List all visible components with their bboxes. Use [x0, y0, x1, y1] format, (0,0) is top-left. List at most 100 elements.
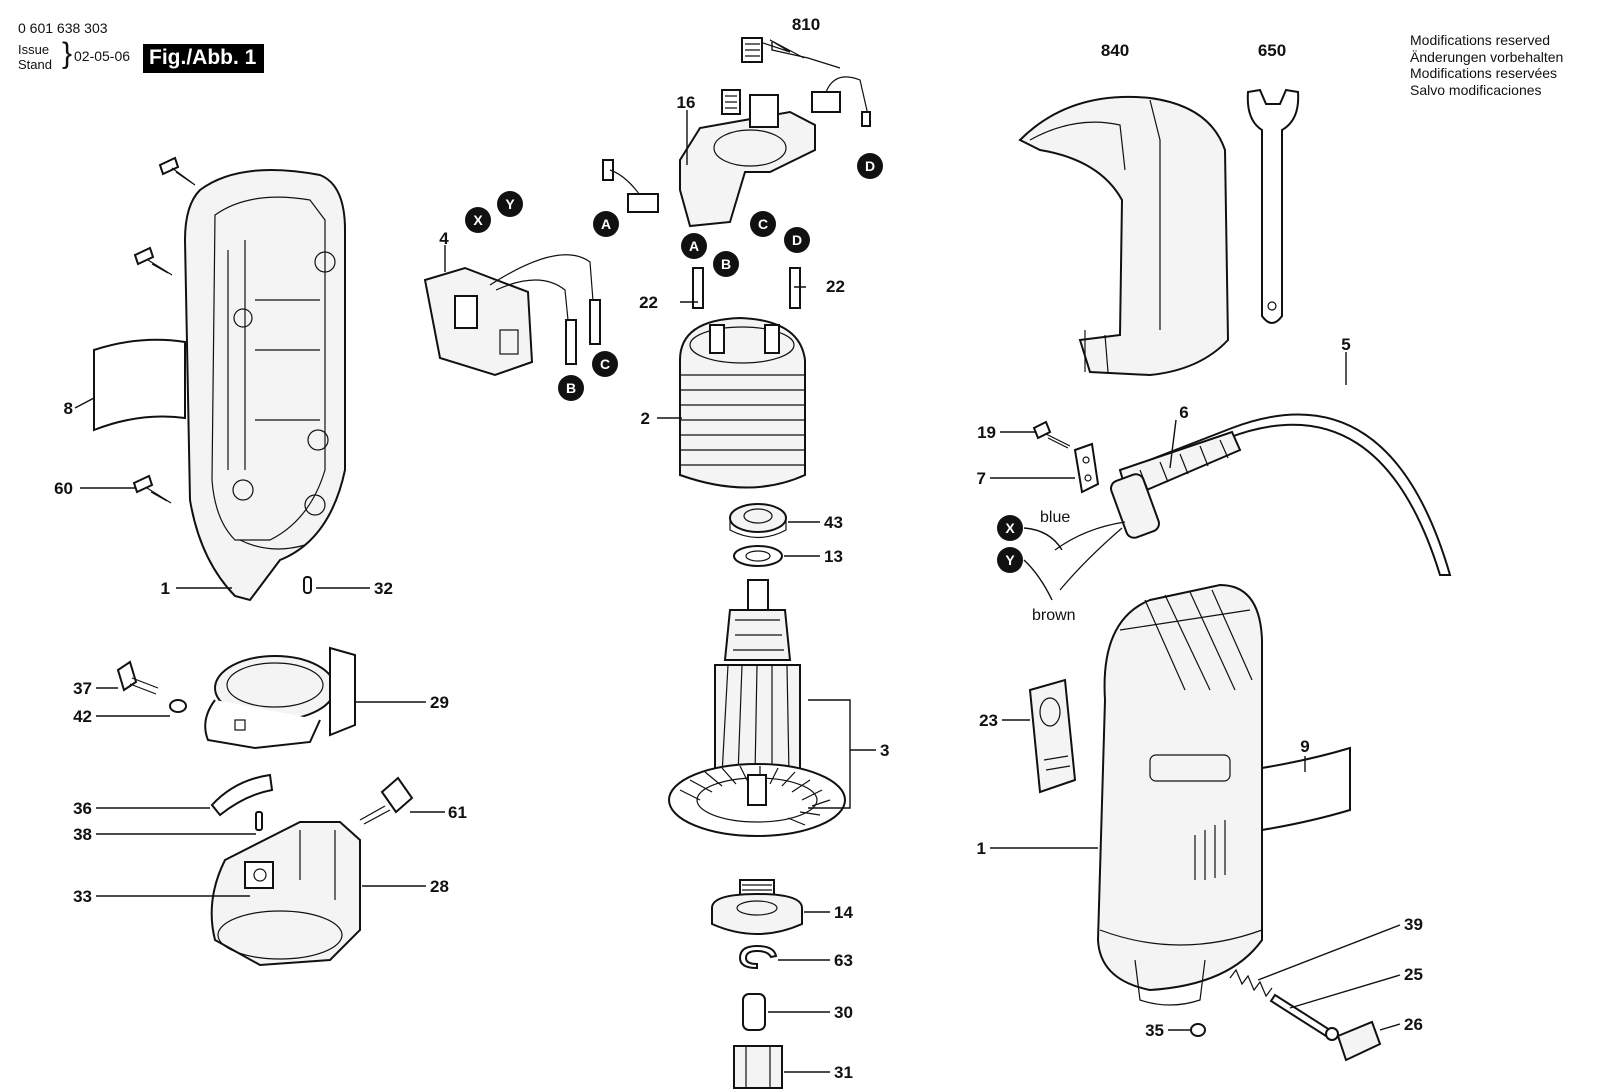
svg-text:A: A: [689, 238, 699, 254]
callout-810: 810: [792, 15, 820, 34]
brace-glyph: }: [62, 37, 73, 70]
callout-840: 840: [1101, 41, 1129, 60]
terminal-22-right: [789, 267, 801, 309]
wire-label-brown: brown: [1032, 607, 1076, 624]
callout-36: 36: [73, 799, 92, 818]
issue-label: Issue: [18, 42, 50, 57]
leader-lines: [74, 42, 1401, 1073]
bearing-14: [711, 892, 803, 935]
callout-61: 61: [448, 803, 467, 822]
clamp-plate-36: [210, 773, 274, 817]
svg-text:X: X: [1005, 520, 1015, 536]
connector-a-brush: A: [593, 211, 619, 237]
callout-63: 63: [834, 951, 853, 970]
bearing-43: [729, 503, 787, 539]
callout-1-motor-housing: 1: [977, 839, 986, 858]
callout-25: 25: [1404, 965, 1423, 984]
callout-16: 16: [677, 93, 696, 112]
switch-4: [423, 254, 601, 377]
connector-x-switch: X: [465, 207, 491, 233]
connector-markers: X Y A B C D A B: [465, 153, 1023, 573]
svg-text:A: A: [601, 216, 611, 232]
connector-b-switch: B: [558, 375, 584, 401]
svg-text:Y: Y: [1005, 552, 1015, 568]
callout-9: 9: [1300, 737, 1309, 756]
callout-38: 38: [73, 825, 92, 844]
wire-blue: [1023, 527, 1063, 551]
svg-text:B: B: [721, 256, 731, 272]
terminal-22-left: [692, 267, 704, 309]
callout-6: 6: [1179, 403, 1188, 422]
callout-42: 42: [73, 707, 92, 726]
handle-840: [1018, 95, 1230, 377]
callout-19: 19: [977, 423, 996, 442]
base-28: [210, 821, 361, 967]
connector-c-switch: C: [592, 351, 618, 377]
armature-3: [668, 579, 846, 901]
callout-22-left: 22: [639, 293, 658, 312]
callout-26: 26: [1404, 1015, 1423, 1034]
modifications-line-en: Modifications reserved: [1410, 32, 1551, 48]
collet-nut-31: [733, 1045, 783, 1089]
callout-22-right: 22: [826, 277, 845, 296]
label-sticker-9: [1261, 746, 1351, 832]
svg-text:B: B: [566, 380, 576, 396]
callout-32: 32: [374, 579, 393, 598]
connector-a-field: A: [681, 233, 707, 259]
wrench-650: [1246, 88, 1300, 324]
callout-2: 2: [641, 409, 650, 428]
callout-43: 43: [824, 513, 843, 532]
screw-37: [116, 660, 159, 695]
svg-text:Y: Y: [505, 196, 515, 212]
svg-text:C: C: [600, 356, 610, 372]
modifications-line-fr: Modifications reservées: [1410, 65, 1558, 81]
callout-35: 35: [1145, 1021, 1164, 1040]
pin-32: [303, 576, 312, 594]
brush-assembly-810: [721, 37, 871, 127]
clamp-29: [204, 646, 356, 750]
connector-b-field: B: [713, 251, 739, 277]
screw-19: [1032, 420, 1071, 449]
washer-42: [169, 699, 187, 713]
label-sticker-8: [93, 338, 186, 432]
circlip-63: [738, 944, 778, 970]
knob-61: [359, 776, 414, 825]
callout-37: 37: [73, 679, 92, 698]
callout-7: 7: [977, 469, 986, 488]
connector-y-cord: Y: [997, 547, 1023, 573]
svg-text:C: C: [758, 216, 768, 232]
switch-cover-23: [1028, 678, 1077, 794]
svg-text:X: X: [473, 212, 483, 228]
connector-d-brush: D: [857, 153, 883, 179]
ring-13: [733, 545, 783, 567]
wire-label-blue: blue: [1040, 509, 1070, 526]
washer-35: [1190, 1023, 1206, 1037]
connector-y-switch: Y: [497, 191, 523, 217]
motor-housing-1: [1096, 583, 1263, 1006]
screw-top: [158, 156, 196, 186]
callout-3: 3: [880, 741, 889, 760]
modifications-line-de: Änderungen vorbehalten: [1410, 48, 1564, 65]
cord-clamp-7: [1073, 442, 1100, 494]
wire-brown: [1023, 559, 1053, 601]
connector-x-cord: X: [997, 515, 1023, 541]
spring-39: [1229, 968, 1273, 998]
screw-middle: [133, 246, 173, 276]
figure-label: Fig./Abb. 1: [143, 44, 265, 73]
diagram-header: 0 601 638 303 Issue Stand } 02-05-06 Fig…: [0, 0, 1600, 110]
callout-13: 13: [824, 547, 843, 566]
pin-38: [255, 811, 263, 831]
housing-half: [183, 169, 346, 602]
connector-d-field: D: [784, 227, 810, 253]
callout-1-housing-half: 1: [161, 579, 170, 598]
brush-holder-16: [679, 94, 816, 228]
connector-c-field: C: [750, 211, 776, 237]
field-stator-2: [679, 316, 806, 489]
callout-33: 33: [73, 887, 92, 906]
callout-60: 60: [54, 479, 73, 498]
stand-label: Stand: [18, 57, 52, 72]
callout-14: 14: [834, 903, 853, 922]
modifications-notice: Modifications reserved Änderungen vorbeh…: [1410, 32, 1563, 98]
callout-numbers: 810 840 650 16 4 22 22 2 8 60 1 32 43 13…: [54, 15, 1423, 1082]
